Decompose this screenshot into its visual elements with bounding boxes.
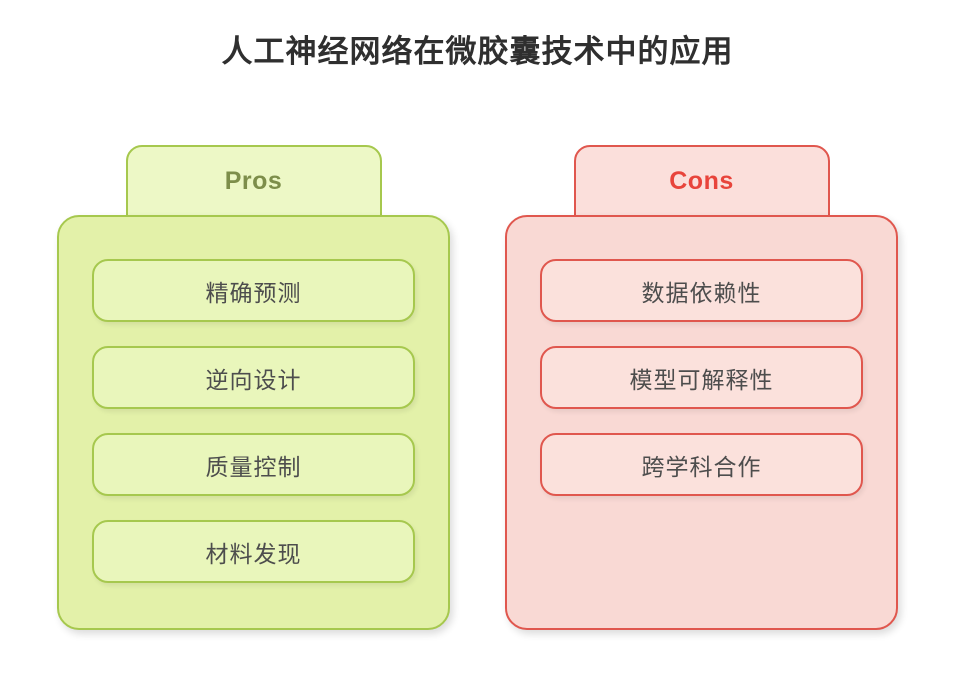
pros-card: Pros 精确预测 逆向设计 质量控制 材料发现 bbox=[57, 145, 450, 630]
page-title: 人工神经网络在微胶囊技术中的应用 bbox=[221, 34, 734, 69]
pros-label: Pros bbox=[224, 167, 283, 195]
list-item: 模型可解释性 bbox=[540, 346, 863, 409]
list-item: 质量控制 bbox=[92, 433, 415, 496]
list-item: 逆向设计 bbox=[92, 346, 415, 409]
cons-body: 数据依赖性 模型可解释性 跨学科合作 bbox=[505, 215, 898, 630]
list-item: 数据依赖性 bbox=[540, 259, 863, 322]
list-item: 精确预测 bbox=[92, 259, 415, 322]
list-item: 材料发现 bbox=[92, 520, 415, 583]
pros-body: 精确预测 逆向设计 质量控制 材料发现 bbox=[57, 215, 450, 630]
cons-card: Cons 数据依赖性 模型可解释性 跨学科合作 bbox=[505, 145, 898, 630]
list-item: 跨学科合作 bbox=[540, 433, 863, 496]
cons-label: Cons bbox=[669, 167, 734, 195]
